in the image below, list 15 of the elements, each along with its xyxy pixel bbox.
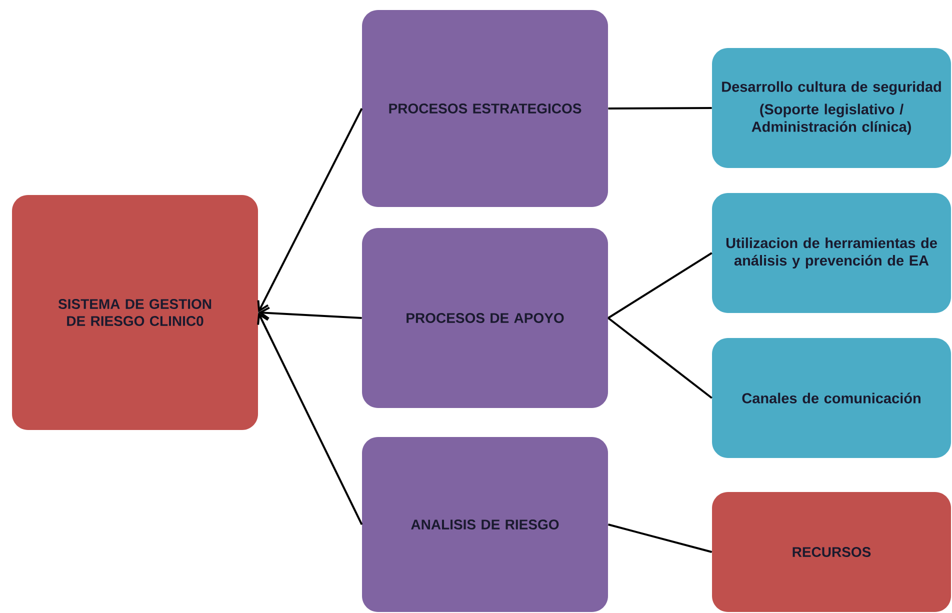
system-box: SISTEMA DE GESTION DE RIESGO CLINIC0 [12, 195, 258, 430]
topic-box: Canales de comunicación [712, 338, 952, 458]
arrow [257, 108, 363, 312]
connector-line [608, 317, 712, 399]
arrow [257, 312, 363, 525]
process-box: PROCESOS ESTRATEGICOS [362, 10, 608, 207]
connector-line [608, 107, 712, 110]
process-box: PROCESOS DE APOYO [362, 228, 608, 408]
arrow [258, 306, 362, 320]
topic-box: Desarrollo cultura de seguridad (Soporte legislativo / Administración clínica) [712, 48, 952, 168]
process-box: ANALISIS DE RIESGO [362, 437, 608, 612]
connector-line [608, 252, 712, 319]
resource-box: RECURSOS [712, 492, 952, 612]
connector-line [608, 524, 712, 553]
topic-box: Utilizacion de herramientas de análisis y prevención de EA [712, 193, 952, 313]
